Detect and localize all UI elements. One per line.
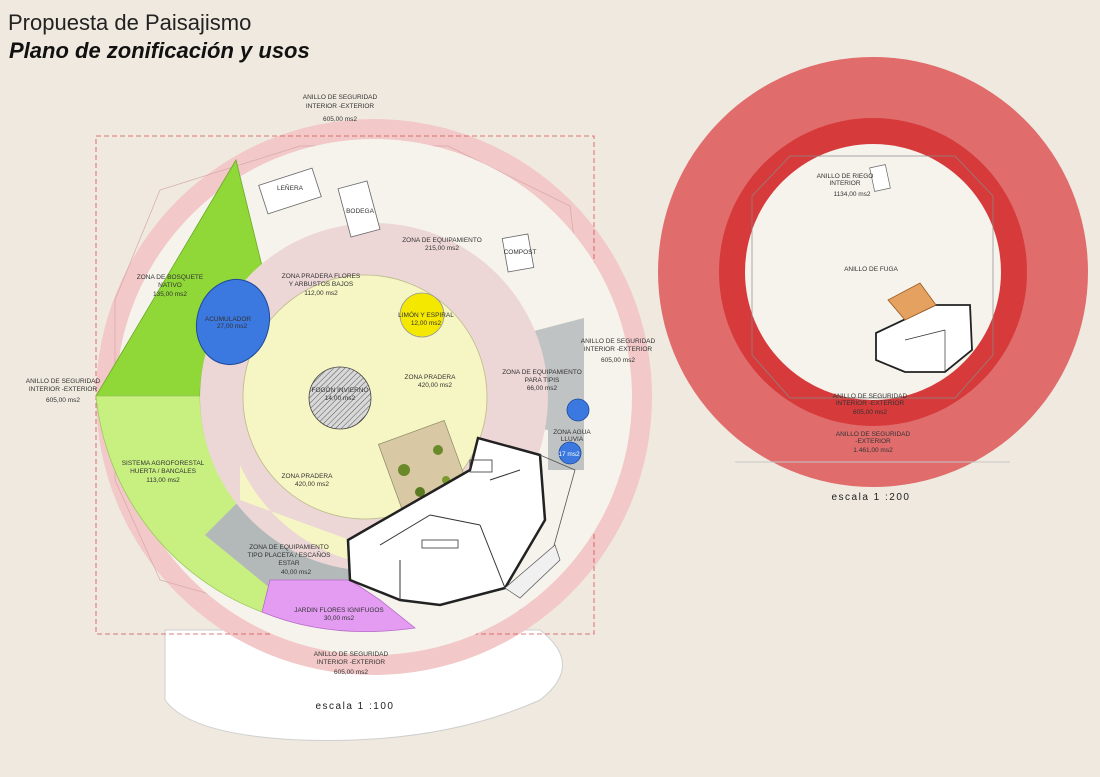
scale-200-label: escala 1 :200 [832,492,911,503]
agua-area-label: 17 ms2 [558,451,580,458]
house-wall-200-1 [904,329,946,341]
agua-lluvia-tank-1 [566,398,590,422]
scale-100-label: escala 1 :100 [316,701,395,712]
plant-3 [433,445,443,455]
compost-label: COMPOST [504,249,537,256]
jardin-label-2: 30,00 ms2 [324,615,355,622]
agroforestal-label-3: 113,00 ms2 [146,477,180,484]
placeta-label-2: TIPO PLACETA / ESCAÑOS [248,550,332,559]
jardin-label-1: JARDIN FLORES IGNIFUGOS [294,607,384,614]
tipis-label-1: ZONA DE EQUIPAMIENTO [502,369,582,376]
ring-top-label-3: 605,00 ms2 [323,116,357,123]
ring-bottom-label-1: ANILLO DE SEGURIDAD [314,651,389,658]
inner-top-label-1: ANILLO DE RIEGO [817,173,874,180]
house-ramp [504,544,561,599]
ring-right-label-2: INTERIOR -EXTERIOR [584,346,653,353]
lenera-building [258,167,322,215]
inner-top-label-2: INTERIOR [829,180,860,187]
compost-building [501,233,535,273]
bodega-label: BODEGA [346,208,374,215]
pradera-right-label-2: 420,00 ms2 [418,382,452,389]
house-wall-1 [379,514,431,546]
house-outline-200 [875,304,973,373]
acumulador-label-2: 27,00 ms2 [217,323,248,330]
ring-right-label-1: ANILLO DE SEGURIDAD [581,338,656,345]
acumulador-tank [195,278,271,366]
pradera-flores-label-3: 112,00 ms2 [304,290,338,297]
limon-label-2: 12,00 ms2 [411,320,442,327]
outer-ring-label-3: 1.461,00 ms2 [853,447,893,454]
pradera-right-label-1: ZONA PRADERA [405,374,457,381]
limon-label-1: LIMÓN Y ESPIRAL [398,310,454,319]
plan-scale-100: ANILLO DE SEGURIDAD INTERIOR -EXTERIOR 6… [26,94,656,741]
bodega-building [337,180,381,238]
house-outline [346,436,547,607]
zone-pradera-extension [240,465,350,560]
tipis-label-2: PARA TIPIS [525,377,560,384]
placeta-label-1: ZONA DE EQUIPAMIENTO [249,544,329,551]
ring-left-label-3: 605,00 ms2 [46,397,80,404]
acumulador-label-1: ACUMULADOR [205,316,252,323]
agua-lluvia-tank-2 [558,441,582,465]
inner-ring-label-2: INTERIOR -EXTERIOR [836,400,905,407]
ring-top-label-1: ANILLO DE SEGURIDAD [303,94,378,101]
bosquete-label-1: ZONA DE BOSQUETE [137,274,204,281]
lenera-label: LEÑERA [277,183,304,192]
pradera-bottom-label-1: ZONA PRADERA [282,473,334,480]
agua-label-2: LLUVIA [561,436,584,443]
ring-bottom-label-3: 605,00 ms2 [334,669,368,676]
outer-ring-label-1: ANILLO DE SEGURIDAD [836,431,911,438]
pradera-flores-label-2: Y ARBUSTOS BAJOS [289,281,354,288]
ring-right-label-3: 605,00 ms2 [601,357,635,364]
placeta-label-3: ESTAR [278,560,299,567]
zone-equipamiento-placeta [205,500,350,588]
fogon-hatched [308,366,372,430]
bosquete-label-3: 135,00 ms2 [153,291,187,298]
placeta-label-4: 40,00 ms2 [281,569,312,576]
house-terrace-200 [887,282,937,321]
agua-label-1: ZONA AGUA [553,429,591,436]
pradera-flores-label-1: ZONA PRADERA FLORES [282,273,361,280]
inner-ring-label-3: 605,00 ms2 [853,409,887,416]
house-wall-3 [479,524,506,589]
outer-ring-label-2: -EXTERIOR [855,438,891,445]
ring-bottom-label-2: INTERIOR -EXTERIOR [317,659,386,666]
agroforestal-label-2: HUERTA / BANCALES [130,468,197,475]
kitchen-counter [421,539,459,549]
plant-1 [398,464,410,476]
octagon-outline-200 [751,155,994,399]
pradera-bottom-label-2: 420,00 ms2 [295,481,329,488]
page-subtitle: Plano de zonificación y usos [9,38,310,63]
fogon-label-1: FOGÓN INVIERNO [311,385,368,394]
bath-fixture [469,459,493,473]
equip-zone-label-2: 215,00 ms2 [425,245,459,252]
fuga-label: ANILLO DE FUGA [844,266,898,273]
inner-top-label-3: 1134,00 ms2 [833,191,870,198]
limon-espiral [399,292,445,338]
tipis-label-3: 66,00 ms2 [527,385,558,392]
fogon-label-2: 14,00 ms2 [325,395,356,402]
house-wall-2 [429,514,481,526]
inner-ring-label-1: ANILLO DE SEGURIDAD [833,393,908,400]
house-floor-plan [346,436,576,607]
ring-left-label-2: INTERIOR -EXTERIOR [29,386,98,393]
page-title: Propuesta de Paisajismo [8,10,252,35]
bosquete-label-2: NATIVO [158,282,182,289]
zone-jardin-flores [261,579,416,632]
agroforestal-label-1: SISTEMA AGROFORESTAL [122,460,205,467]
house-wall-4 [489,469,521,481]
equip-zone-label-1: ZONA DE EQUIPAMIENTO [402,237,482,244]
plan-scale-200: ANILLO DE RIEGO INTERIOR 1134,00 ms2 ANI… [658,57,1088,503]
small-building-200 [869,164,891,192]
ring-top-label-2: INTERIOR -EXTERIOR [306,103,375,110]
ring-left-label-1: ANILLO DE SEGURIDAD [26,378,101,385]
plant-2 [415,487,425,497]
house-floor-plan-200 [875,282,973,373]
